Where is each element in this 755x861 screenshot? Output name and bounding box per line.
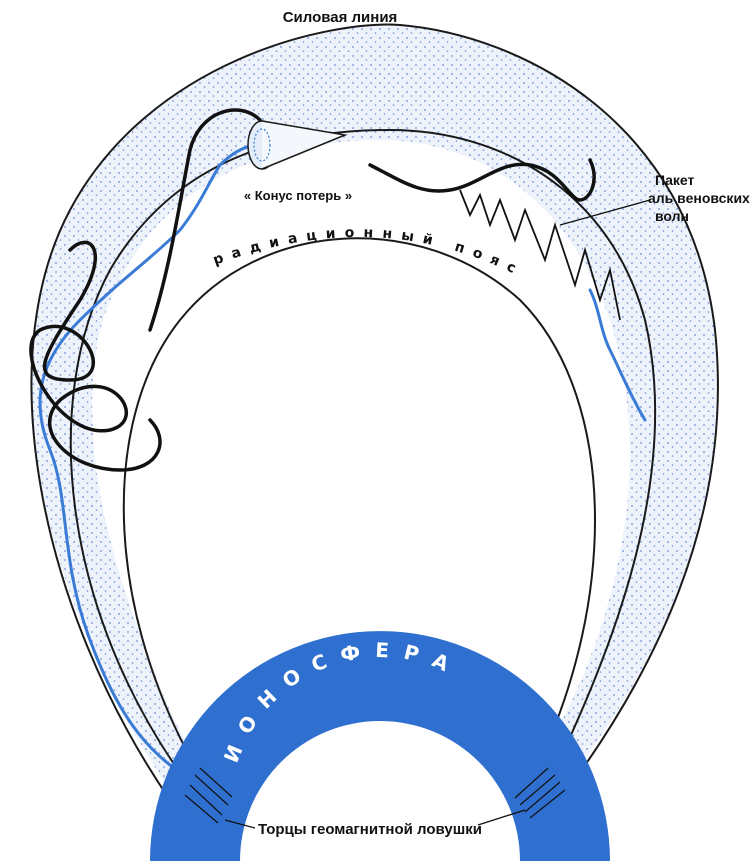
trap-ends-label: Торцы геомагнитной ловушки (258, 821, 482, 838)
alfven-label-line1: Пакет (655, 172, 694, 188)
loss-cone-label: « Конус потерь » (244, 188, 352, 203)
alfven-label-line2: аль веновских (648, 190, 750, 206)
field-line-label: Силовая линия (283, 9, 398, 26)
alfven-label-line3: волн (655, 208, 689, 224)
